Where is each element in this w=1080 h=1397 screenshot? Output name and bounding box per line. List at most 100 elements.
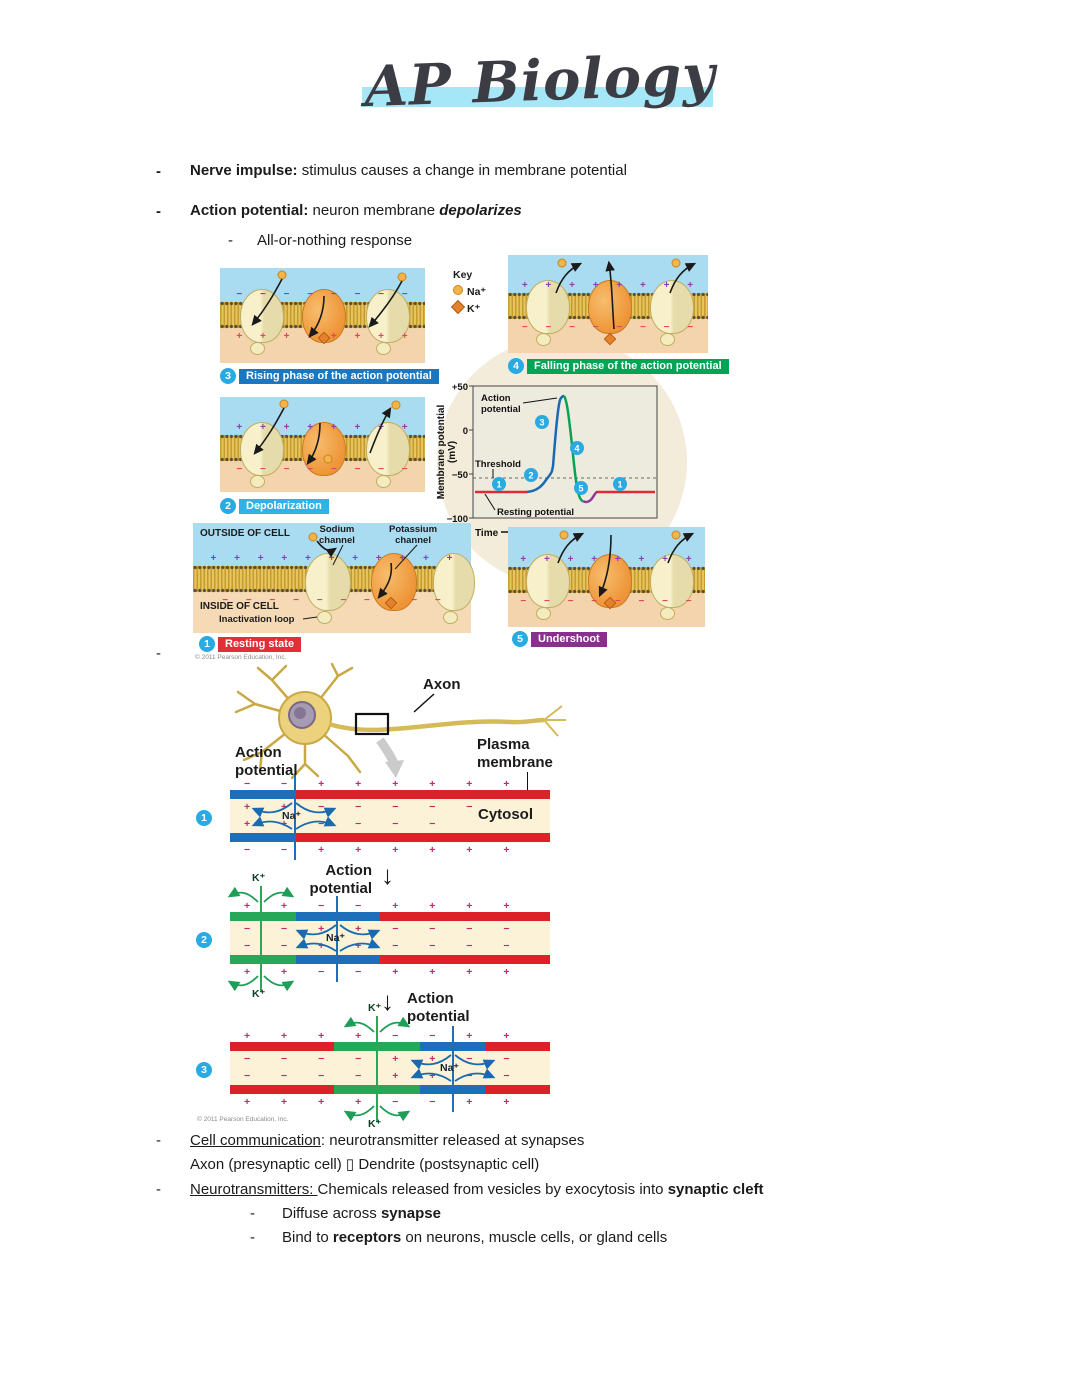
axon-panel-1: − − + + + + + + + + − − − − − + + − − − … <box>230 774 550 860</box>
na-ion <box>671 258 681 268</box>
sodium-channel <box>305 553 351 611</box>
charge-signs-inner-top: + + − − − − − <box>244 801 474 813</box>
caption-undershoot: 5 Undershoot <box>512 631 607 647</box>
k-ion <box>603 596 617 610</box>
neuron-drawing <box>234 662 566 780</box>
undershoot-curve <box>582 490 598 504</box>
tick-plus50: +50 <box>452 382 468 393</box>
y-axis-label: Membrane potential <box>436 405 447 500</box>
step-number: 3 <box>220 368 236 384</box>
text: Bind to <box>282 1229 333 1246</box>
charge-signs-inner-bottom: + + − − − − <box>244 818 437 830</box>
definition: : neurotransmitter released at synapses <box>320 1132 585 1149</box>
note-line-nerve-impulse: Nerve impulse: stimulus causes a change … <box>190 161 627 181</box>
na-ion <box>323 454 333 464</box>
step-number: 1 <box>196 810 212 826</box>
figure-copyright: © 2011 Pearson Education, Inc. <box>197 1116 289 1123</box>
na-ion <box>391 400 401 410</box>
sodium-channel <box>526 280 570 334</box>
membrane-stripe-top <box>230 790 550 799</box>
ap-site-line <box>294 774 296 860</box>
k-current-arrows <box>227 886 295 992</box>
term: Action potential: <box>190 202 309 219</box>
svg-text:4: 4 <box>574 444 579 454</box>
ap-site-line <box>336 896 338 982</box>
page-title: AP Biology <box>363 41 717 121</box>
bullet-dash: - <box>156 645 161 662</box>
depolarized-zone <box>296 912 380 921</box>
polarized-zone <box>230 1042 334 1051</box>
zoom-arrow <box>376 737 399 766</box>
zoom-arrow-head <box>385 760 404 778</box>
term: Nerve impulse: <box>190 162 298 179</box>
charge-signs-below: + + − − + + + + <box>244 966 511 978</box>
figure-key: Key Na⁺ K⁺ <box>450 267 486 318</box>
note-line-all-or-nothing: All-or-nothing response <box>257 232 413 249</box>
na-ion <box>277 270 287 280</box>
membrane-panel-rising: − − − − − − − − + + + + + + + + <box>220 268 425 363</box>
caption-label: Undershoot <box>531 631 607 647</box>
note-line-cell-communication: Cell communication: neurotransmitter rel… <box>190 1131 584 1151</box>
ion-flow-arrows <box>555 258 697 346</box>
emphasis: depolarizes <box>439 202 522 219</box>
graph-step-5: 5 <box>574 481 588 495</box>
title-highlight <box>362 87 713 107</box>
tick-minus100: −100 <box>447 514 468 525</box>
axon-terminal <box>543 705 566 737</box>
polarized-zone <box>486 1042 550 1051</box>
k-ion <box>317 331 331 345</box>
na-ion <box>559 530 569 540</box>
depolarized-zone <box>230 790 296 799</box>
graph-step-4: 4 <box>570 441 584 455</box>
key-na-label: Na⁺ <box>467 286 486 298</box>
ion-flow-arrows <box>253 399 401 465</box>
k-site-line <box>376 1016 378 1122</box>
axon-panel-2: + + − − + + + + − − + + − − − − − − + + … <box>227 872 550 1000</box>
threshold-label: Threshold <box>475 459 521 470</box>
emphasis: receptors <box>332 1229 402 1246</box>
caption-depolarization: 2 Depolarization <box>220 498 329 514</box>
step-number: 3 <box>196 1062 212 1078</box>
definition: stimulus causes a change in membrane pot… <box>297 162 627 179</box>
graph-step-1-left: 1 <box>492 477 506 491</box>
k-current-arrows <box>343 1016 411 1122</box>
svg-text:1: 1 <box>617 480 622 490</box>
na-current-arrows <box>251 802 337 830</box>
inactivation-loop-label: Inactivation loop <box>219 614 295 625</box>
polarized-zone <box>296 790 550 799</box>
key-na-row: Na⁺ <box>453 284 486 301</box>
graph-step-3: 3 <box>535 415 549 429</box>
charge-signs-inside: − − − − − − − − − − <box>222 595 442 606</box>
emphasis: synapse <box>380 1205 441 1222</box>
inactivation-loop-blob <box>443 611 458 624</box>
step-number: 2 <box>220 498 236 514</box>
y-axis-units: (mV) <box>447 441 458 463</box>
bullet-dash: - <box>250 1205 255 1222</box>
k-label: K⁺ <box>252 988 266 1000</box>
note-line-neurotransmitters: Neurotransmitters: Chemicals released fr… <box>190 1180 764 1200</box>
k-site-line <box>260 886 262 992</box>
note-line-diffuse: Diffuse across synapse <box>282 1204 441 1224</box>
polarized-zone <box>296 833 550 842</box>
depolarized-zone <box>230 833 296 842</box>
bullet-dash: - <box>156 203 161 220</box>
definition: neuron membrane <box>308 202 440 219</box>
term-underlined: Neurotransmitters: <box>190 1181 318 1198</box>
k-label: K⁺ <box>368 1002 382 1014</box>
bullet-dash: - <box>156 1181 161 1198</box>
k-label: K⁺ <box>252 872 266 884</box>
inactivation-loop-blob <box>250 475 265 488</box>
charge-signs-inner-top: − − + + − − − − <box>244 923 511 935</box>
na-current-arrows <box>295 924 381 952</box>
caption-rising-phase: 3 Rising phase of the action potential <box>220 368 439 384</box>
inactivation-loop-blob <box>250 342 265 355</box>
graph-step-2: 2 <box>524 468 538 482</box>
step-number: 1 <box>199 636 215 652</box>
na-ion <box>557 258 567 268</box>
text: Diffuse across <box>282 1205 381 1222</box>
caption-label: Resting state <box>218 636 302 652</box>
charge-signs-outside: + + + + + + + + + + + <box>210 553 454 564</box>
